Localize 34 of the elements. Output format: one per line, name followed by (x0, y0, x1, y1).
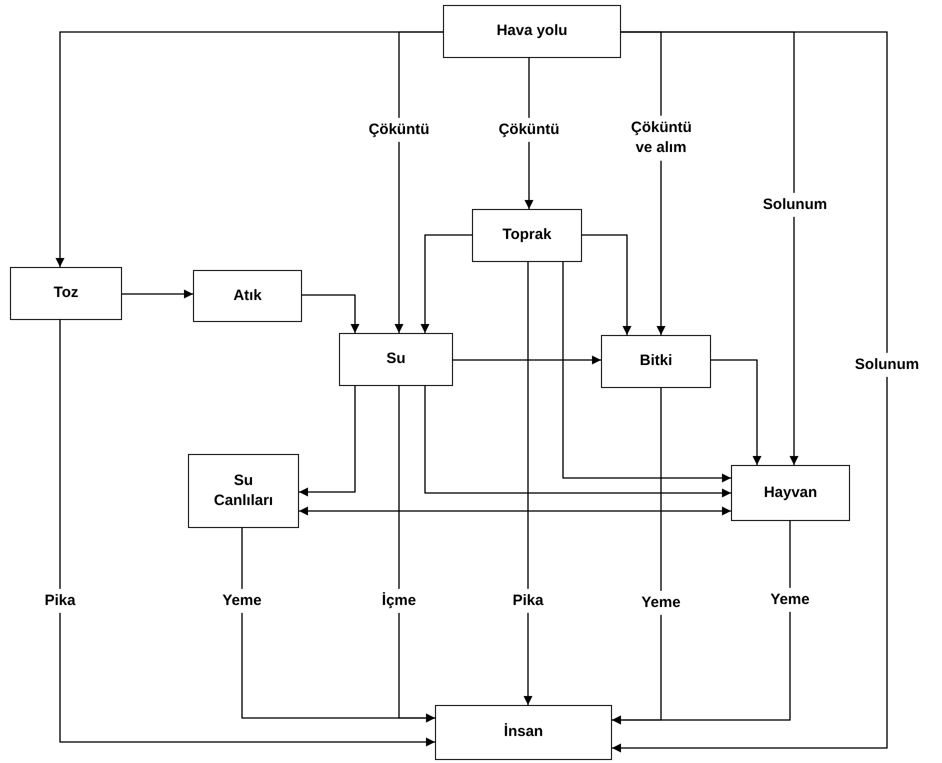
arrow (582, 234, 632, 335)
arrow (424, 386, 731, 498)
arrow (302, 294, 360, 333)
arrow (241, 528, 435, 722)
node-label: İnsan (504, 722, 544, 742)
arrow (524, 262, 532, 705)
arrow (59, 320, 435, 746)
process-box (601, 335, 711, 388)
process-box (193, 270, 302, 322)
process-box (731, 465, 850, 521)
arrow (394, 31, 443, 333)
arrow (299, 506, 731, 516)
node-label: Atık (233, 286, 262, 306)
arrow (612, 521, 791, 724)
process-box (443, 5, 621, 58)
process-box (435, 705, 612, 760)
node-label: Su Canlıları (212, 470, 274, 511)
arrow (420, 234, 472, 333)
arrow (453, 356, 601, 364)
arrow (562, 262, 731, 482)
arrow (299, 386, 356, 496)
node-label: Su (386, 349, 406, 370)
arrow (612, 31, 888, 752)
node-label: Hava yolu (496, 21, 568, 42)
node-label: Toprak (502, 225, 552, 246)
node-label: Bitki (640, 351, 672, 372)
process-box (472, 209, 582, 262)
node-label: Toz (54, 283, 78, 304)
node-label: Hayvan (764, 482, 818, 503)
arrow (122, 290, 193, 298)
arrow (711, 359, 762, 465)
process-box (339, 333, 453, 386)
process-box (188, 454, 299, 528)
process-box (10, 267, 122, 320)
